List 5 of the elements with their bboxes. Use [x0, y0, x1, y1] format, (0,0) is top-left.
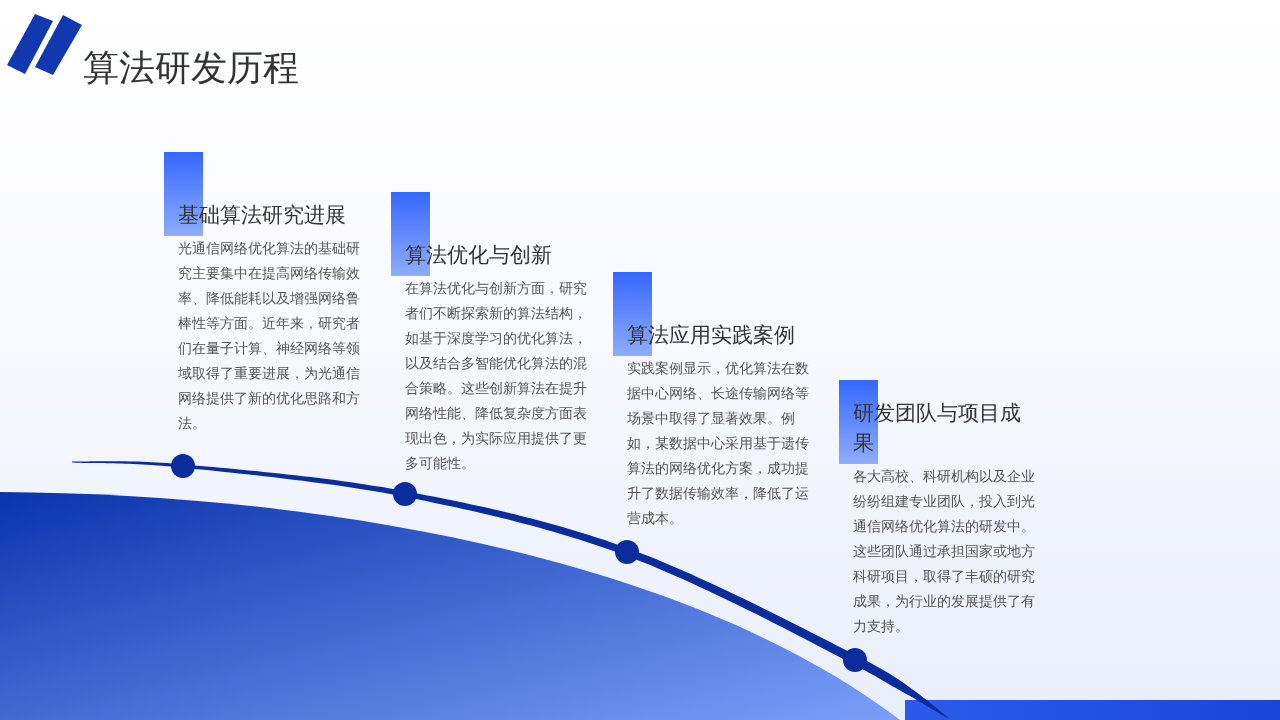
card-text: 在算法优化与创新方面，研究者们不断探索新的算法结构，如基于深度学习的优化算法，以及结合多智能优化算法的混合策略。这些创新算法在提升网络性能、降低复杂度方面表现出色，为实际应用提供了更多可能性。: [405, 280, 588, 473]
slide-title: 算法研发历程: [83, 47, 299, 90]
card-text: 各大高校、科研机构以及企业纷纷组建专业团队，投入到光通信网络优化算法的研发中。这些团队通过承担国家或地方科研项目，取得了丰硕的研究成果，为行业的发展提供了有力支持。: [853, 468, 1036, 636]
card-text: 实践案例显示，优化算法在数据中心网络、长途传输网络等场景中取得了显著效果。例如，某数据中心采用基于遗传算法的网络优化方案，成功提升了数据传输效率，降低了运营成本。: [627, 360, 810, 528]
card-text: 光通信网络优化算法的基础研究主要集中在提高网络传输效率、降低能耗以及增强网络鲁棒性等方面。近年来，研究者们在量子计算、神经网络等领域取得了重要进展，为光通信网络提供了新的优化思路和方法。: [178, 240, 361, 433]
